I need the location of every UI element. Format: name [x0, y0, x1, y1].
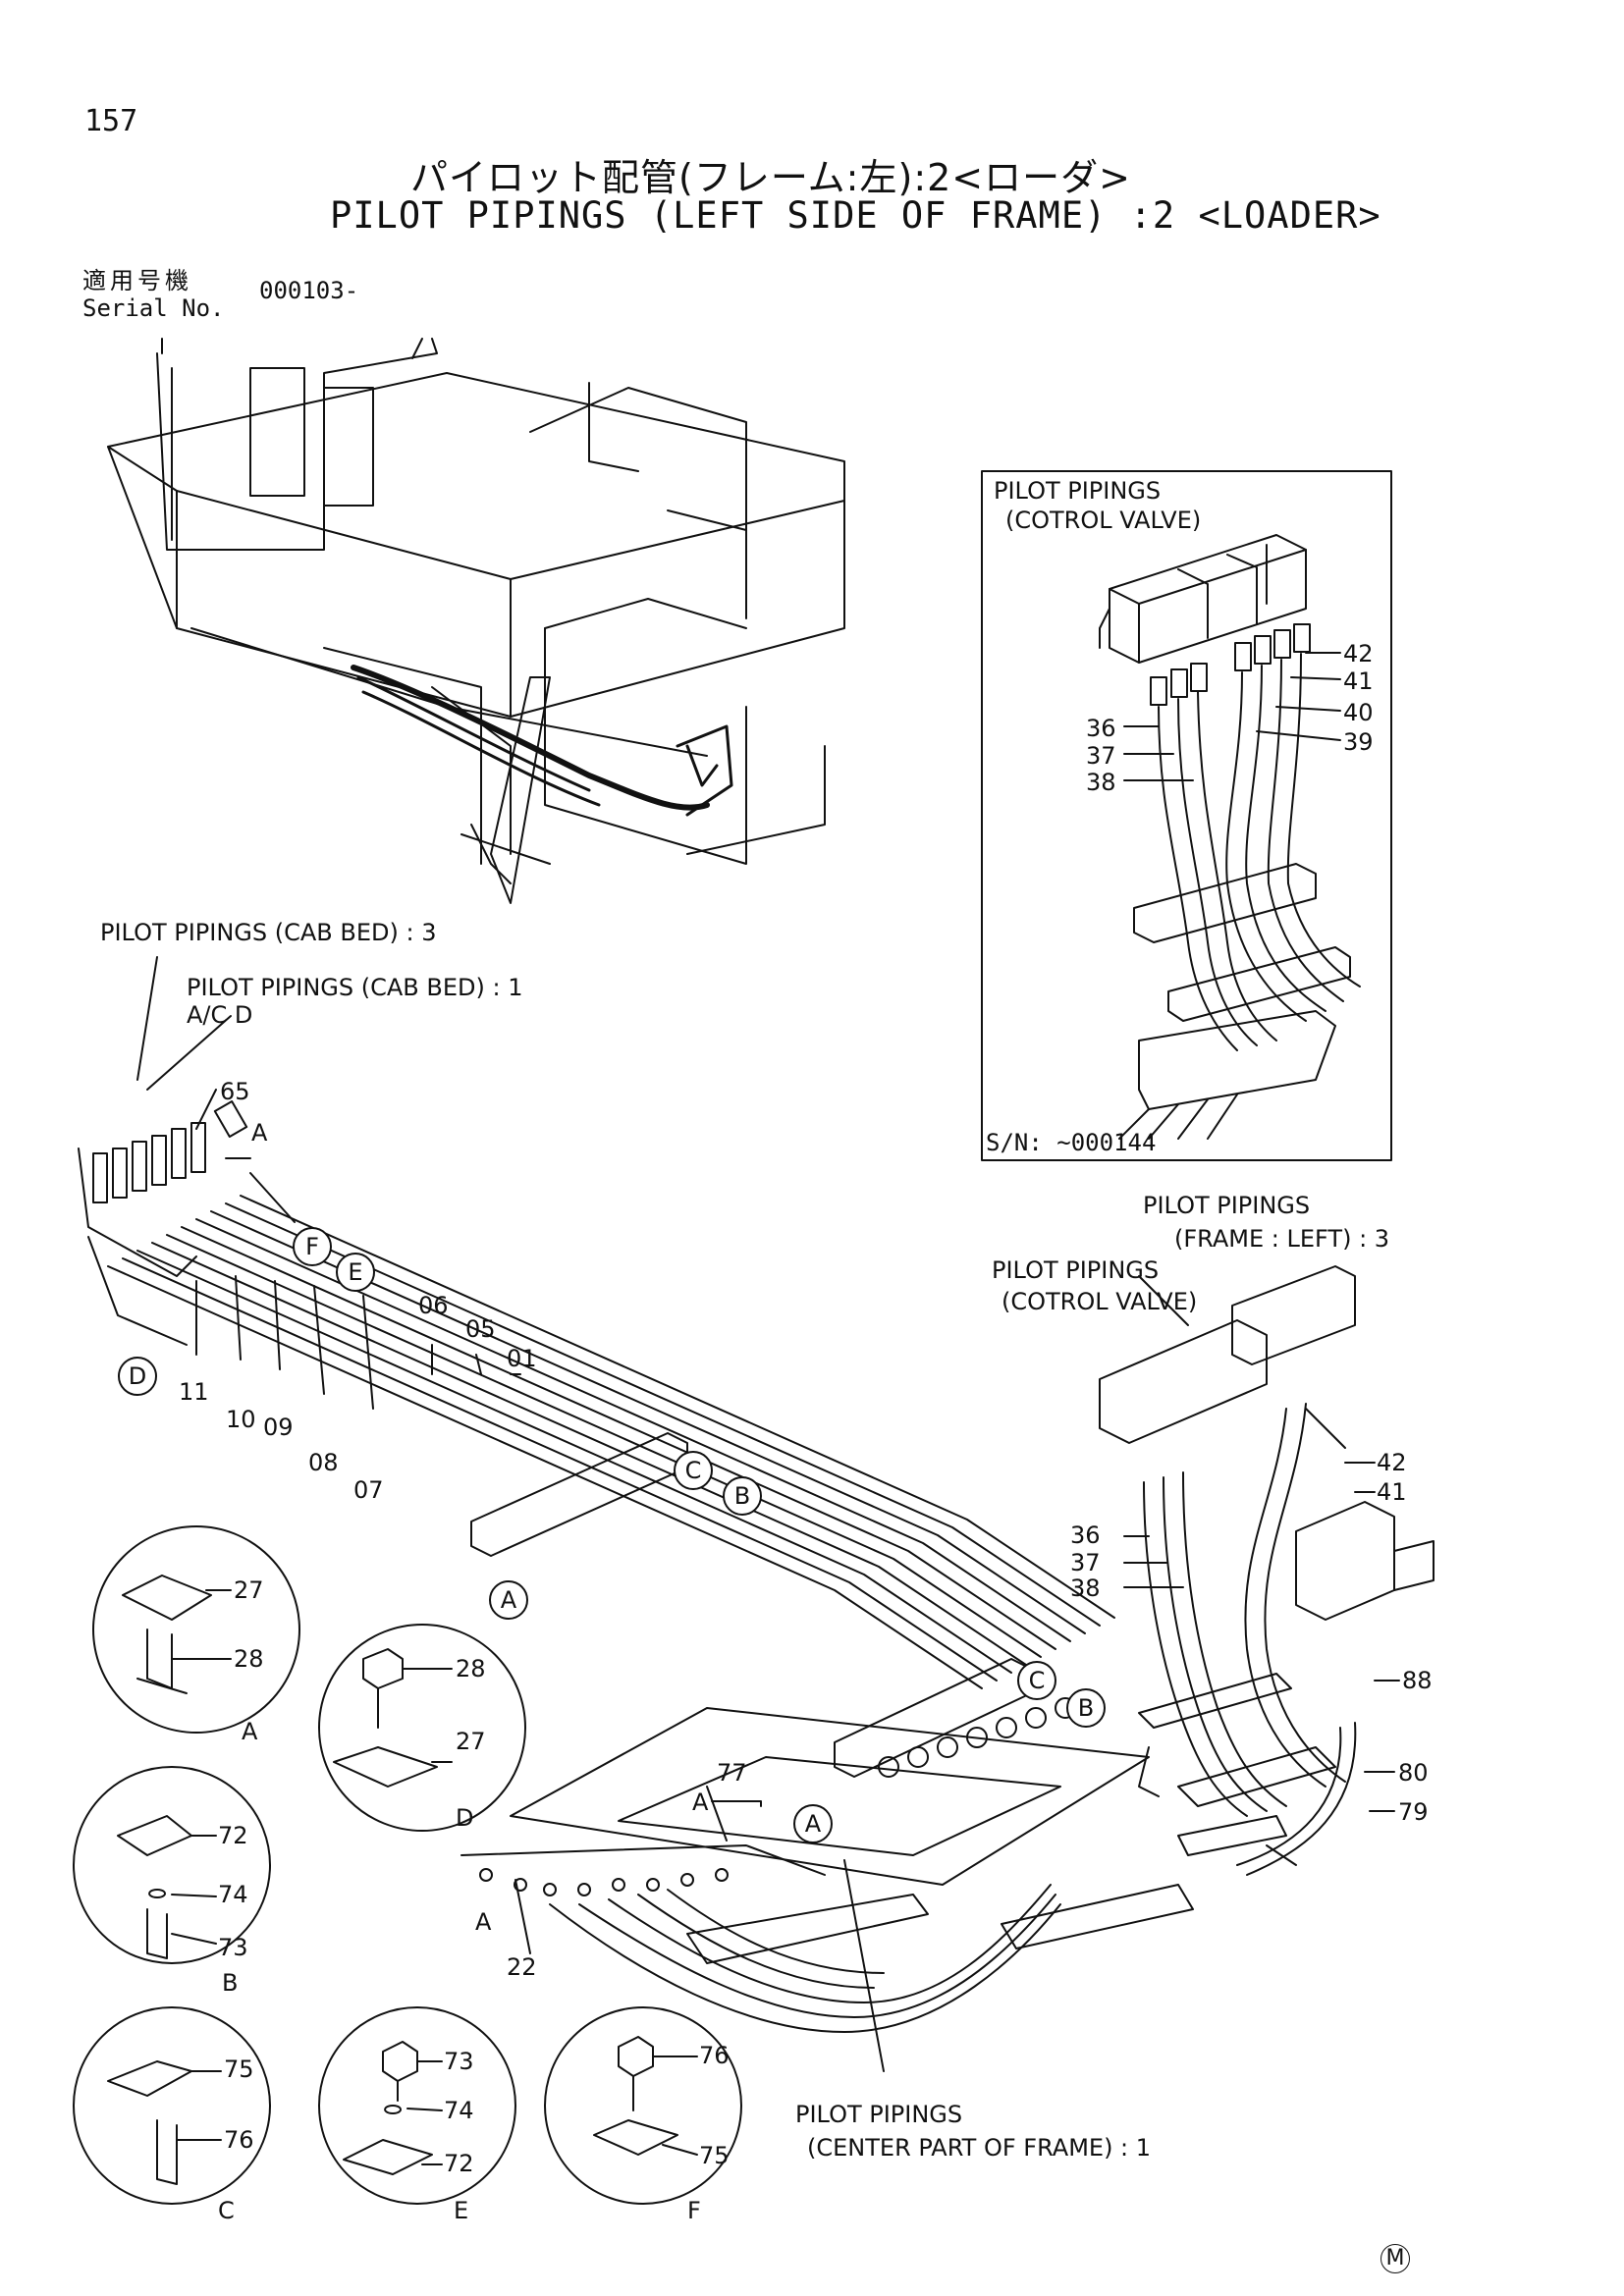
- serial-label-english: Serial No.: [82, 294, 225, 322]
- label-frame-left-3-line1: PILOT PIPINGS: [1143, 1192, 1311, 1219]
- label-center-part-line1: PILOT PIPINGS: [795, 2101, 963, 2128]
- part-37: 37: [1070, 1549, 1101, 1576]
- part-41: 41: [1377, 1478, 1407, 1506]
- detail-e-letter: E: [454, 2197, 469, 2224]
- label-center-part-line2: (CENTER PART OF FRAME) : 1: [807, 2134, 1152, 2162]
- inset-control-valve-drawing: [981, 470, 1392, 1161]
- detail-f-part-76: 76: [699, 2042, 730, 2069]
- inset-title-line2: (COTROL VALVE): [1005, 507, 1202, 534]
- callout-c-lower: C: [1017, 1661, 1056, 1700]
- inset-part-39: 39: [1343, 728, 1374, 756]
- inset-title-line1: PILOT PIPINGS: [994, 477, 1162, 505]
- inset-serial: S/N: ~000144: [986, 1129, 1157, 1156]
- detail-f-letter: F: [687, 2197, 701, 2224]
- detail-a-letter: A: [242, 1718, 258, 1745]
- callout-a-lower: A: [793, 1804, 833, 1843]
- part-88: 88: [1402, 1667, 1433, 1694]
- corner-mark: M: [1380, 2244, 1410, 2273]
- part-09: 09: [263, 1414, 294, 1441]
- part-36: 36: [1070, 1522, 1101, 1549]
- label-control-valve-line2: (COTROL VALVE): [1001, 1288, 1198, 1315]
- detail-b-letter: B: [222, 1969, 239, 1997]
- detail-a-part-28: 28: [234, 1645, 264, 1673]
- part-05: 05: [465, 1315, 496, 1343]
- detail-circles: [73, 1525, 742, 2205]
- detail-a-part-27: 27: [234, 1576, 264, 1604]
- title-english: PILOT PIPINGS (LEFT SIDE OF FRAME) :2 <L…: [330, 194, 1381, 237]
- detail-b-part-73: 73: [218, 1934, 248, 1961]
- callout-e: E: [336, 1253, 375, 1292]
- part-11: 11: [179, 1378, 209, 1406]
- detail-b-part-74: 74: [218, 1881, 248, 1908]
- serial-value: 000103-: [259, 277, 359, 304]
- callout-a-upper: A: [489, 1580, 528, 1620]
- detail-e-part-74: 74: [444, 2097, 474, 2124]
- label-cab-bed-1: PILOT PIPINGS (CAB BED) : 1: [187, 974, 523, 1001]
- part-22-ref-a: A: [475, 1908, 492, 1936]
- inset-part-36: 36: [1086, 715, 1116, 742]
- detail-b-part-72: 72: [218, 1822, 248, 1849]
- part-01: 01: [507, 1345, 537, 1372]
- part-22: 22: [507, 1953, 537, 1981]
- part-79: 79: [1398, 1798, 1429, 1826]
- label-control-valve-line1: PILOT PIPINGS: [992, 1256, 1160, 1284]
- detail-e-part-72: 72: [444, 2150, 474, 2177]
- part-06: 06: [418, 1292, 449, 1319]
- detail-c-part-76: 76: [224, 2126, 254, 2154]
- callout-f: F: [293, 1227, 332, 1266]
- part-08: 08: [308, 1449, 339, 1476]
- part-38: 38: [1070, 1575, 1101, 1602]
- page-number: 157: [84, 104, 138, 138]
- part-77: 77: [717, 1759, 747, 1787]
- main-pipe-assembly: [78, 956, 1435, 2072]
- part-80: 80: [1398, 1759, 1429, 1787]
- part-65: 65: [220, 1078, 250, 1105]
- detail-d-part-27: 27: [456, 1728, 486, 1755]
- detail-d-letter: D: [456, 1804, 474, 1832]
- callout-b-upper: B: [723, 1476, 762, 1516]
- part-77-ref-a: A: [692, 1789, 709, 1816]
- inset-part-38: 38: [1086, 769, 1116, 796]
- callout-b-lower: B: [1066, 1688, 1106, 1728]
- label-frame-left-3-line2: (FRAME : LEFT) : 3: [1174, 1225, 1390, 1253]
- detail-d-part-28: 28: [456, 1655, 486, 1682]
- detail-f-part-75: 75: [699, 2142, 730, 2169]
- serial-label-japanese: 適用号機: [82, 267, 192, 294]
- inset-part-37: 37: [1086, 742, 1116, 770]
- detail-c-letter: C: [218, 2197, 235, 2224]
- part-07: 07: [353, 1476, 384, 1504]
- detail-c-part-75: 75: [224, 2056, 254, 2083]
- machine-overview: [107, 338, 845, 904]
- part-65-ref-a: A: [251, 1119, 268, 1147]
- callout-c-upper: C: [674, 1451, 713, 1490]
- label-cab-bed-3: PILOT PIPINGS (CAB BED) : 3: [100, 919, 437, 946]
- detail-e-part-73: 73: [444, 2048, 474, 2075]
- inset-part-42: 42: [1343, 640, 1374, 667]
- title-japanese: パイロット配管(フレーム:左):2<ローダ>: [410, 156, 1131, 199]
- label-ac-d: A/C D: [187, 1001, 253, 1029]
- part-10: 10: [226, 1406, 256, 1433]
- part-42: 42: [1377, 1449, 1407, 1476]
- inset-part-41: 41: [1343, 667, 1374, 695]
- inset-part-40: 40: [1343, 699, 1374, 726]
- callout-d: D: [118, 1357, 157, 1396]
